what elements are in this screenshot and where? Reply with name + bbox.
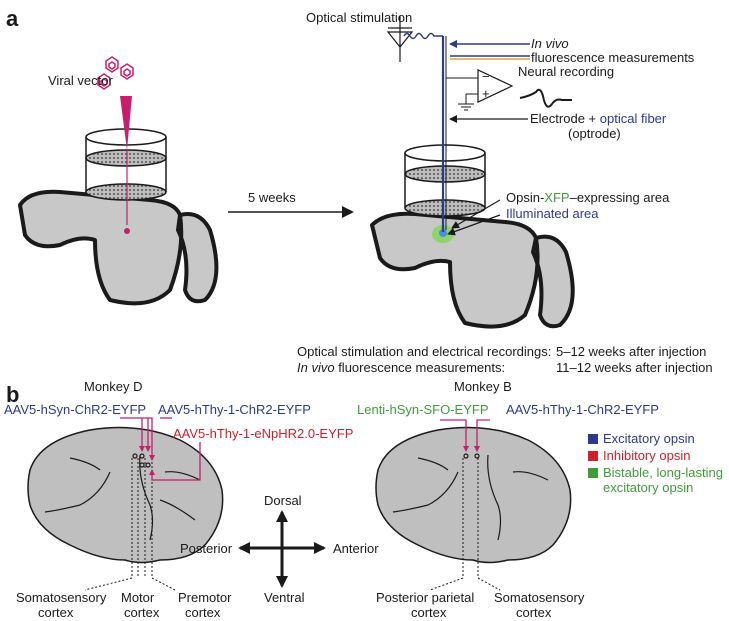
legend-inhibitory: Inhibitory opsin (603, 448, 690, 463)
left-cortex-tissue (18, 189, 219, 306)
monkey-b-sulci (392, 454, 549, 541)
ventral-label: Ventral (264, 590, 305, 605)
monkey-b-label: Monkey B (454, 379, 512, 394)
legend-bistable-2: excitatory opsin (603, 480, 693, 495)
d-vector3-label: AAV5-hThy-1-eNpHR2.0-EYFP (173, 426, 353, 441)
viral-vector-label: Viral vector (48, 73, 113, 88)
timing-line2-label: In vivo fluorescence measurements: (297, 360, 505, 375)
electrode-label: Electrode + optical fiber (530, 111, 667, 126)
d-region-motor-1: Motor (121, 590, 155, 605)
panel-b-label: b (6, 382, 19, 407)
optrode-label: (optrode) (568, 126, 621, 141)
optical-stimulation-diode-icon (386, 16, 443, 62)
timing-line1-label: Optical stimulation and electrical recor… (297, 344, 551, 359)
neural-recording-label: Neural recording (518, 64, 614, 79)
legend: Excitatory opsin Inhibitory opsin Bistab… (588, 431, 723, 495)
dorsal-label: Dorsal (264, 493, 302, 508)
d-region-somatosensory-1: Somatosensory (16, 590, 107, 605)
b-vector1-label: Lenti-hSyn-SFO-EYFP (357, 402, 489, 417)
monkey-b-brain (375, 426, 572, 564)
b-region-somatosensory-1: Somatosensory (494, 590, 585, 605)
b-region-parietal-1: Posterior parietal (376, 590, 474, 605)
legend-bistable-1: Bistable, long-lasting (603, 465, 723, 480)
in-vivo-label: In vivo (531, 36, 569, 51)
monkey-d-label: Monkey D (84, 379, 143, 394)
d-region-premotor-1: Premotor (178, 590, 232, 605)
posterior-label: Posterior (180, 541, 233, 556)
b-region-somatosensory-2: cortex (516, 605, 552, 620)
b-vector2-label: AAV5-hThy-1-ChR2-EYFP (506, 402, 659, 417)
illuminated-area (439, 229, 447, 237)
d-region-motor-2: cortex (124, 605, 160, 620)
legend-swatch-bistable (588, 468, 598, 478)
legend-swatch-excitatory (588, 434, 598, 444)
svg-text:−: − (482, 69, 490, 84)
monkey-d-injection-sites (132, 453, 151, 468)
svg-text:+: + (482, 86, 490, 101)
monkey-b-injection-sites (463, 453, 480, 459)
illuminated-area-label: Illuminated area (506, 206, 599, 221)
panel-a-label: a (6, 6, 19, 31)
anterior-label: Anterior (333, 541, 379, 556)
weeks-label: 5 weeks (248, 190, 296, 205)
fluorescence-label: fluorescence measurements (531, 50, 695, 65)
orientation-compass (238, 510, 326, 588)
left-recording-chamber (85, 128, 167, 201)
right-cortex-tissue (370, 211, 575, 329)
injection-needle (120, 96, 132, 150)
d-region-premotor-2: cortex (185, 605, 221, 620)
right-recording-chamber (404, 144, 486, 217)
d-vector1-label: AAV5-hSyn-ChR2-EYFP (4, 402, 146, 417)
monkey-d-sulci (44, 454, 201, 541)
viral-particles-icon (97, 56, 134, 90)
legend-excitatory: Excitatory opsin (603, 431, 695, 446)
d-region-somatosensory-2: cortex (38, 605, 74, 620)
d-vector2-label: AAV5-hThy-1-ChR2-EYFP (158, 402, 311, 417)
monkey-d-brain (27, 426, 224, 564)
opsin-area-label: Opsin-XFP–expressing area (506, 190, 670, 205)
injection-site (124, 228, 130, 234)
timing-line2-value: 11–12 weeks after injection (556, 360, 713, 375)
spike-waveform-icon (519, 88, 572, 108)
amplifier-icon: − + (446, 69, 514, 111)
optical-stimulation-label: Optical stimulation (306, 10, 412, 25)
b-region-parietal-2: cortex (411, 605, 447, 620)
legend-swatch-inhibitory (588, 451, 598, 461)
timing-line1-value: 5–12 weeks after injection (556, 344, 706, 359)
